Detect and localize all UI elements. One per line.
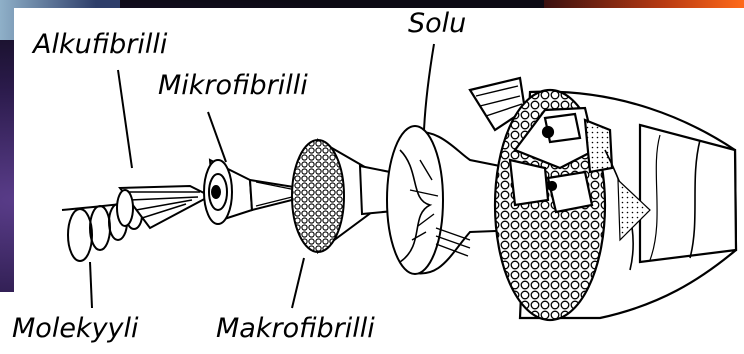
protofibril-bundle bbox=[117, 186, 210, 228]
label-solu: Solu bbox=[408, 10, 466, 37]
label-makrofibrilli: Makrofibrilli bbox=[216, 315, 375, 342]
label-molekyyli: Molekyyli bbox=[12, 315, 139, 342]
label-alkufibrilli: Alkufibrilli bbox=[33, 31, 167, 58]
fibre-bundle bbox=[470, 78, 736, 320]
label-mikrofibrilli: Mikrofibrilli bbox=[158, 72, 308, 99]
microfibril bbox=[204, 160, 300, 224]
